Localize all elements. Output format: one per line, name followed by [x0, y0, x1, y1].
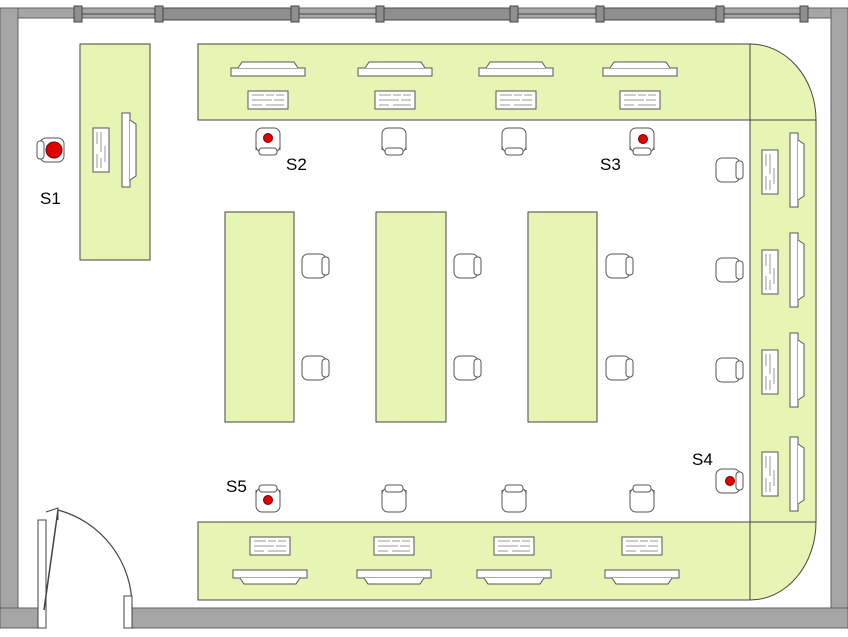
keyboard-icon	[761, 249, 779, 295]
desk-right-column	[749, 119, 817, 523]
wall-right	[830, 7, 848, 629]
sensor-s5	[255, 484, 281, 513]
chair-icon	[381, 484, 407, 513]
chair-icon	[715, 157, 744, 183]
monitor-icon	[232, 569, 308, 585]
monitor-icon	[789, 332, 805, 408]
chair-icon	[381, 127, 407, 156]
sensor-s4	[715, 468, 744, 494]
monitor-icon	[789, 132, 805, 208]
keyboard-icon	[621, 536, 663, 556]
wall-bottom-left	[0, 607, 39, 629]
monitor-icon	[230, 61, 306, 77]
sensor-dot-icon	[45, 141, 63, 159]
desk-teacher	[79, 43, 151, 261]
window-1	[162, 7, 292, 21]
desk-bottom-row	[197, 521, 751, 601]
keyboard-icon	[761, 349, 779, 395]
chair-icon	[629, 484, 655, 513]
desks	[79, 43, 817, 601]
chair-icon	[501, 484, 527, 513]
chairs	[301, 127, 744, 513]
chair-icon	[605, 253, 634, 279]
wall-left	[0, 7, 19, 629]
keyboard-icon	[761, 149, 779, 195]
table-center-2	[375, 211, 447, 423]
monitor-icon	[121, 112, 137, 188]
monitor-icon	[604, 569, 680, 585]
monitor-icon	[478, 61, 554, 77]
chair-icon	[501, 127, 527, 156]
table-center-3	[527, 211, 598, 423]
sensor-dot-icon	[638, 134, 648, 144]
monitor-icon	[476, 569, 552, 585]
monitor-icon	[357, 61, 433, 77]
keyboard-icon	[247, 90, 289, 110]
sensor-label-s1: S1	[40, 189, 61, 208]
keyboard-icon	[761, 451, 779, 497]
table-center-1	[224, 211, 295, 423]
sensor-s1	[36, 137, 65, 163]
monitor-icon	[356, 569, 432, 585]
sensor-s3	[629, 127, 655, 156]
chair-icon	[715, 357, 744, 383]
desk-bottom-corner	[749, 521, 817, 601]
sensor-label-s3: S3	[600, 155, 621, 174]
sensor-s2	[255, 127, 281, 156]
keyboard-icon	[493, 536, 535, 556]
window-3	[603, 7, 717, 21]
chair-icon	[605, 355, 634, 381]
keyboard-icon	[92, 127, 110, 173]
sensor-label-s2: S2	[286, 155, 307, 174]
keyboard-icon	[495, 90, 537, 110]
sensor-dot-icon	[263, 133, 273, 143]
sensor-dot-icon	[263, 495, 273, 505]
keyboard-icon	[374, 90, 416, 110]
door-swing-icon	[37, 507, 133, 629]
chair-icon	[715, 257, 744, 283]
chair-icon	[301, 253, 330, 279]
desk-top-corner	[749, 43, 817, 121]
monitor-icon	[602, 61, 678, 77]
sensor-label-s4: S4	[692, 450, 713, 469]
sensor-label-s5: S5	[226, 477, 247, 496]
window-2	[383, 7, 511, 21]
sensors	[36, 127, 744, 513]
chair-icon	[453, 253, 482, 279]
sensor-dot-icon	[725, 476, 735, 486]
keyboard-icon	[373, 536, 415, 556]
wall-bottom-right	[131, 607, 848, 629]
keyboard-icon	[619, 90, 661, 110]
monitor-icon	[789, 436, 805, 512]
windows	[73, 5, 809, 23]
keyboard-icon	[249, 536, 291, 556]
chair-icon	[453, 355, 482, 381]
monitor-icon	[789, 232, 805, 308]
chair-icon	[301, 355, 330, 381]
